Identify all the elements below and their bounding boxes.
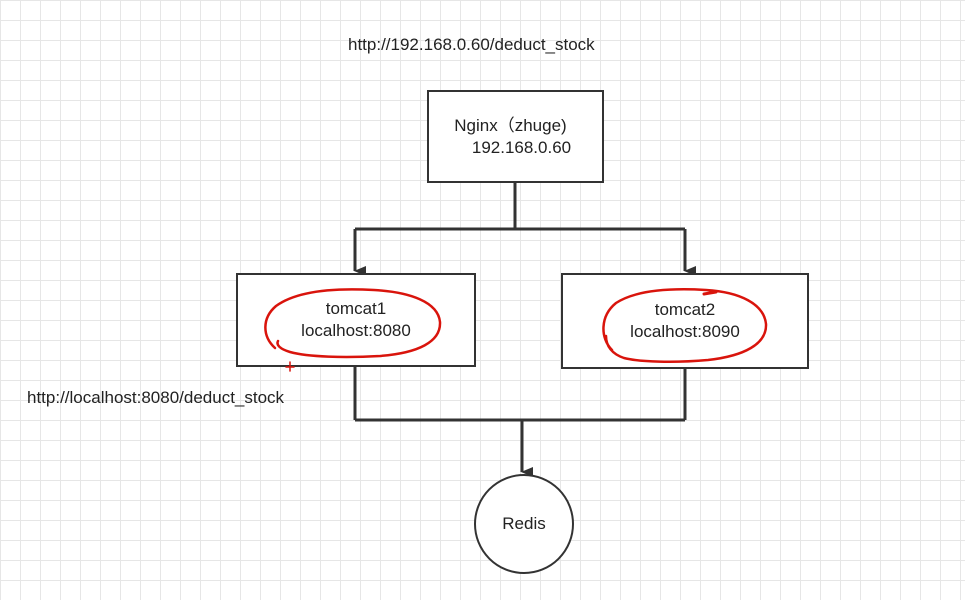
redis-node: Redis — [474, 474, 574, 574]
tomcat1-node: tomcat1 localhost:8080 — [236, 273, 476, 367]
tomcat2-node-title: tomcat2 — [654, 300, 716, 319]
tomcat1-node-title: tomcat1 — [325, 299, 387, 318]
tomcat1-node-address: localhost:8080 — [301, 321, 411, 340]
redis-node-label: Redis — [502, 514, 546, 533]
top-request-url: http://192.168.0.60/deduct_stock — [348, 35, 595, 54]
tomcat2-node: tomcat2 localhost:8090 — [561, 273, 809, 369]
nginx-node-title: Nginx（zhuge) — [454, 115, 567, 135]
tomcat2-node-address: localhost:8090 — [630, 322, 740, 341]
tomcat1-request-url: http://localhost:8080/deduct_stock — [27, 388, 285, 407]
nginx-node-address: 192.168.0.60 — [471, 137, 572, 157]
nginx-node: Nginx（zhuge) 192.168.0.60 — [427, 90, 604, 183]
